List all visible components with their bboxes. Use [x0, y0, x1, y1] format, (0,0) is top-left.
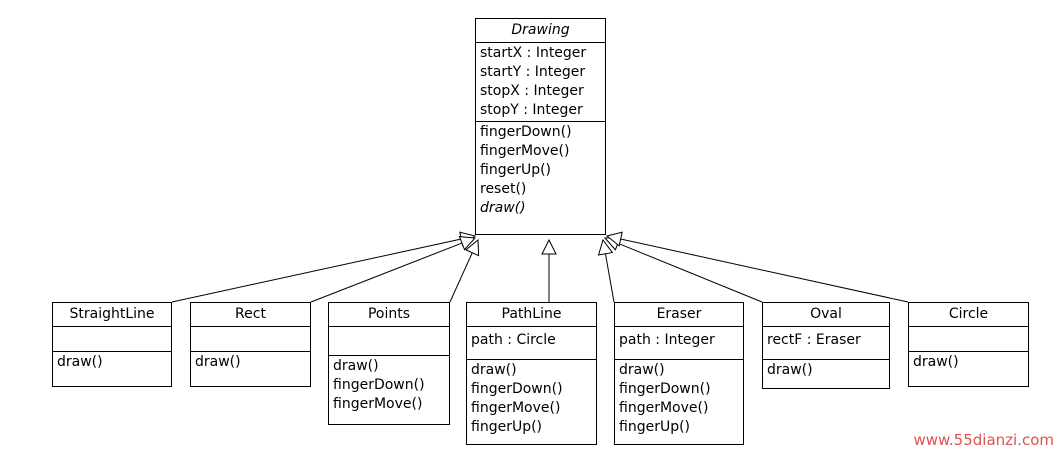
class-name: StraightLine	[53, 303, 171, 327]
method: draw()	[619, 362, 665, 378]
class-eraser: Eraser path : Integer draw() fingerDown(…	[614, 302, 744, 445]
method: fingerUp()	[480, 162, 552, 178]
inheritance-line-4	[604, 253, 615, 303]
methods-section: draw() fingerDown() fingerMove()	[329, 356, 449, 415]
class-name: Circle	[909, 303, 1028, 327]
attributes-section: rectF : Eraser	[763, 327, 889, 360]
class-straightline: StraightLine draw()	[52, 302, 172, 387]
method: draw()	[195, 354, 241, 370]
class-name: Rect	[191, 303, 310, 327]
inheritance-line-2	[449, 252, 473, 303]
method: draw()	[767, 362, 813, 378]
attribute: rectF : Eraser	[767, 332, 861, 348]
attribute: stopY : Integer	[480, 102, 583, 118]
inheritance-arrowhead-2	[464, 238, 480, 257]
inheritance-arrowhead-3	[541, 238, 557, 255]
class-name: Points	[329, 303, 449, 327]
class-pathline: PathLine path : Circle draw() fingerDown…	[466, 302, 597, 445]
attributes-section	[329, 327, 449, 356]
methods-section: draw()	[53, 352, 171, 373]
methods-section: draw() fingerDown() fingerMove() fingerU…	[615, 360, 743, 438]
attributes-section: startX : Integer startY : Integer stopX …	[476, 43, 605, 122]
method: reset()	[480, 181, 527, 197]
class-oval: Oval rectF : Eraser draw()	[762, 302, 890, 389]
method: draw()	[333, 358, 379, 374]
method: draw()	[480, 200, 526, 216]
class-name: Drawing	[476, 19, 605, 43]
method: fingerDown()	[333, 377, 425, 393]
class-drawing: Drawing startX : Integer startY : Intege…	[475, 18, 606, 235]
class-name: Eraser	[615, 303, 743, 327]
method: fingerDown()	[471, 381, 563, 397]
class-name: PathLine	[467, 303, 596, 327]
attribute: path : Integer	[619, 332, 715, 348]
method: draw()	[57, 354, 103, 370]
inheritance-arrowhead-6	[605, 231, 623, 247]
class-points: Points draw() fingerDown() fingerMove()	[328, 302, 450, 425]
method: fingerDown()	[619, 381, 711, 397]
attribute: startX : Integer	[480, 45, 587, 61]
inheritance-line-0	[171, 238, 462, 303]
methods-section: draw()	[909, 352, 1028, 373]
watermark: www.55dianzi.com	[913, 431, 1054, 449]
methods-section: fingerDown() fingerMove() fingerUp() res…	[476, 122, 605, 219]
class-rect: Rect draw()	[190, 302, 311, 387]
method: fingerUp()	[619, 419, 691, 435]
attribute: stopX : Integer	[480, 83, 584, 99]
method: fingerMove()	[619, 400, 709, 416]
class-name: Oval	[763, 303, 889, 327]
class-circle: Circle draw()	[908, 302, 1029, 387]
attribute: path : Circle	[471, 332, 556, 348]
inheritance-line-1	[310, 242, 463, 303]
methods-section: draw() fingerDown() fingerMove() fingerU…	[467, 360, 596, 438]
attributes-section	[53, 327, 171, 352]
attributes-section: path : Integer	[615, 327, 743, 360]
method: fingerMove()	[333, 396, 423, 412]
method: draw()	[913, 354, 959, 370]
method: fingerMove()	[471, 400, 561, 416]
inheritance-arrowhead-1	[458, 235, 477, 251]
method: fingerDown()	[480, 124, 572, 140]
attributes-section	[909, 327, 1028, 352]
inheritance-line-5	[617, 242, 763, 303]
attributes-section: path : Circle	[467, 327, 596, 360]
inheritance-arrowhead-4	[597, 238, 614, 256]
method: fingerUp()	[471, 419, 543, 435]
method: fingerMove()	[480, 143, 570, 159]
method: draw()	[471, 362, 517, 378]
methods-section: draw()	[191, 352, 310, 373]
attribute: startY : Integer	[480, 64, 586, 80]
attributes-section	[191, 327, 310, 352]
inheritance-line-6	[620, 238, 909, 303]
methods-section: draw()	[763, 360, 889, 381]
